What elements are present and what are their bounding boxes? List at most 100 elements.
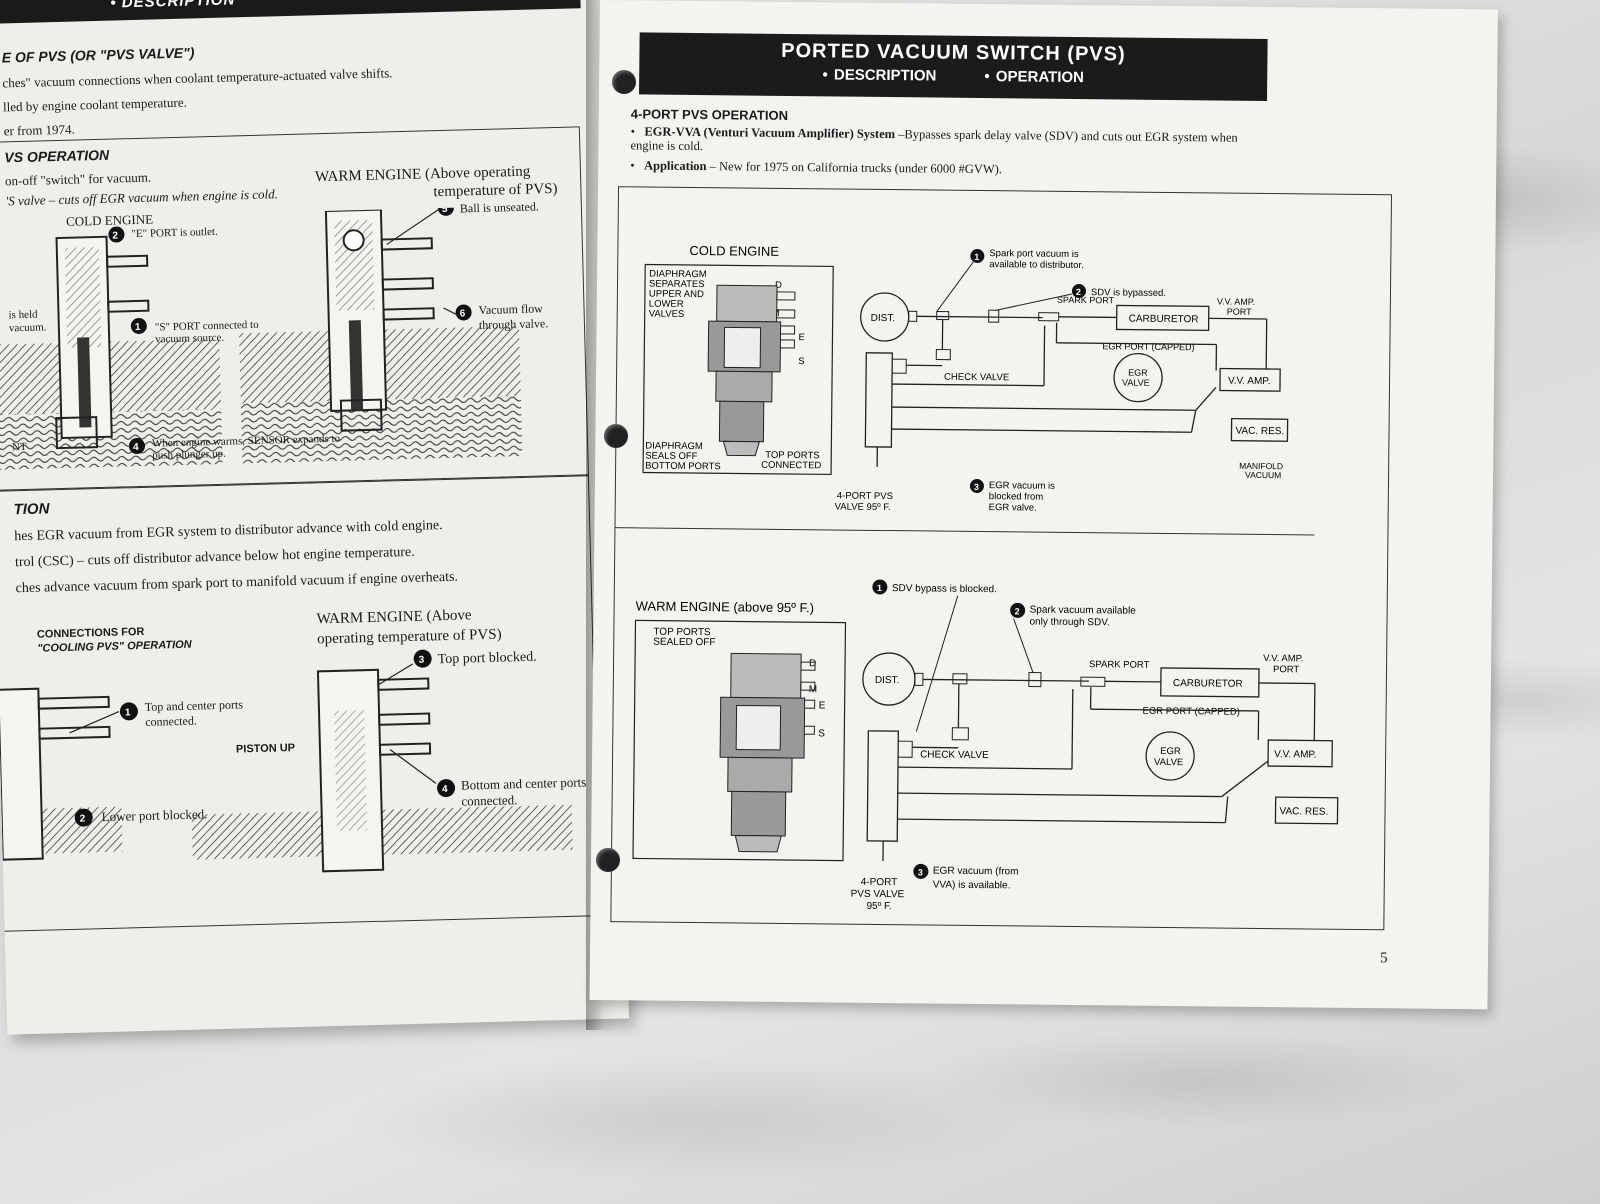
left-page: • DESCRIPTION E OF PVS (OR "PVS VALVE") … (0, 0, 630, 1035)
cold-port-s: S (798, 356, 804, 367)
left-callout-vacuum-flow: Vacuum flow through valve. (478, 301, 549, 333)
svg-text:3: 3 (419, 655, 425, 666)
left-callout-lower-port: Lower port blocked. (101, 806, 208, 825)
cold-callout-3-line-3: EGR valve. (989, 502, 1037, 514)
left-top-valve-drawings: 2 1 5 6 4 (0, 204, 523, 470)
warm-egr-port: EGR PORT (CAPPED) (1143, 706, 1240, 718)
warm-callout-2-line-2: only through SDV. (1029, 617, 1109, 629)
warm-pvs-label-2: PVS VALVE (851, 889, 905, 901)
cold-vv-amp-port-1: V.V. AMP. (1217, 296, 1255, 306)
warm-title: WARM ENGINE (above 95º F.) (636, 598, 815, 615)
warm-vac-res: VAC. RES. (1279, 806, 1328, 818)
left-held-text: is held (8, 308, 38, 322)
bullet-application-text: – New for 1975 on California trucks (und… (706, 159, 1003, 177)
svg-text:3: 3 (918, 867, 923, 877)
cold-diaphragm-bottom-3: BOTTOM PORTS (645, 460, 721, 472)
svg-text:1: 1 (135, 322, 141, 333)
cold-manifold-2: VACUUM (1245, 470, 1281, 480)
warm-egr-valve-2: VALVE (1154, 757, 1183, 768)
svg-text:2: 2 (112, 230, 118, 241)
warm-top-sealed-2: SEALED OFF (653, 637, 715, 649)
cold-callouts: 1 Spark port vacuum is available to dist… (936, 248, 1166, 514)
left-section2-heading: TION (13, 500, 50, 519)
warm-spark-port: SPARK PORT (1089, 659, 1150, 671)
cold-diaphragm-top-5: VALVES (649, 309, 685, 320)
warm-callout-3-line-2: VVA) is available. (933, 880, 1011, 892)
left-vacuum-text: vacuum. (8, 321, 47, 335)
cold-engine-diagram: COLD ENGINE DIAPHRAGM SEPARATES UPPER AN… (642, 243, 1289, 514)
page-number: 5 (1379, 950, 1388, 967)
cold-vv-amp-port-2: PORT (1227, 307, 1252, 317)
svg-text:1: 1 (125, 707, 131, 718)
warm-callout-1: SDV bypass is blocked. (892, 583, 997, 595)
binder-hole-top (612, 70, 636, 94)
cold-diaphragm-top-3: UPPER AND (649, 289, 704, 301)
cold-callout-3-line-1: EGR vacuum is (989, 480, 1055, 492)
cold-spark-port: SPARK PORT (1057, 295, 1115, 306)
warm-port-e: E (819, 700, 826, 711)
svg-text:4: 4 (133, 442, 139, 453)
cold-carburetor: CARBURETOR (1129, 314, 1199, 326)
cold-manifold-1: MANIFOLD (1239, 461, 1283, 471)
cold-dist-label: DIST. (871, 313, 896, 324)
cold-egr-port: EGR PORT (CAPPED) (1102, 341, 1194, 352)
cold-valve-body (707, 284, 796, 457)
left-piston-up: PISTON UP (235, 742, 296, 756)
left-header-bar (0, 0, 581, 24)
cold-vv-amp: V.V. AMP. (1228, 376, 1271, 387)
svg-text:6: 6 (460, 308, 466, 319)
cold-diaphragm-top-4: LOWER (649, 299, 684, 310)
warm-dist-label: DIST. (875, 675, 900, 686)
warm-valve-body (719, 652, 816, 853)
left-callout-top-port: Top port blocked. (437, 649, 537, 668)
bullet-application: • Application – New for 1975 on Californ… (630, 158, 1003, 177)
svg-text:2: 2 (1076, 287, 1081, 297)
left-callout-bottom-center: Bottom and center ports connected. (460, 774, 587, 809)
warm-schematic: DIST. CARBURETOR SPARK PORT V.V. AMP. PO… (851, 652, 1339, 912)
svg-text:2: 2 (1015, 606, 1020, 616)
svg-text:3: 3 (974, 482, 979, 492)
warm-top-sealed-1: TOP PORTS (653, 627, 711, 639)
bullet-egr-vva: • EGR-VVA (Venturi Vacuum Amplifier) Sys… (630, 124, 1238, 154)
cold-callout-1-line-2: available to distributor. (989, 259, 1084, 271)
cold-egr-valve-1: EGR (1128, 368, 1148, 378)
cold-egr-valve-2: VALVE (1122, 377, 1150, 387)
cold-top-ports-2: CONNECTED (761, 460, 821, 472)
binder-hole-middle (604, 424, 628, 448)
left-callout-ball: Ball is unseated. (459, 199, 540, 216)
left-callout-top-center: Top and center ports connected. (144, 697, 244, 729)
left-callout-s-port: "S" PORT connected to vacuum source. (154, 318, 259, 346)
warm-check-valve: CHECK VALVE (920, 749, 989, 761)
cold-callout-3-line-2: blocked from (989, 491, 1044, 503)
cold-port-d: D (775, 280, 782, 291)
svg-text:1: 1 (877, 583, 882, 593)
left-op-heading: VS OPERATION (4, 146, 110, 166)
cold-pvs-label-1: 4-PORT PVS (837, 491, 893, 503)
cold-title: COLD ENGINE (689, 243, 779, 259)
warm-pvs-label-3: 95º F. (866, 901, 891, 912)
warm-valve-box (632, 619, 847, 862)
cold-valve-box (642, 263, 834, 476)
svg-text:1: 1 (974, 252, 979, 262)
left-nt-text: NT (11, 440, 27, 454)
svg-text:4: 4 (442, 784, 448, 795)
section-heading: 4-PORT PVS OPERATION (630, 106, 789, 123)
cold-diaphragm-top-1: DIAPHRAGM (649, 269, 707, 281)
cold-diaphragm-bottom-2: SEALS OFF (645, 450, 698, 462)
cold-callout-2: SDV is bypassed. (1091, 287, 1166, 299)
svg-text:5: 5 (442, 204, 448, 215)
svg-text:2: 2 (80, 814, 86, 825)
right-header-banner: PORTED VACUUM SWITCH (PVS) • DESCRIPTION… (639, 32, 1268, 101)
warm-pvs-label-1: 4-PORT (861, 877, 898, 888)
subtitle-operation: • OPERATION (984, 68, 1085, 87)
cold-pvs-label-2: VALVE 95º F. (835, 501, 891, 513)
warm-callout-3-line-1: EGR vacuum (from (933, 866, 1019, 878)
left-def-line-2: lled by engine coolant temperature. (2, 94, 187, 115)
warm-vv-amp-port-1: V.V. AMP. (1263, 653, 1303, 664)
left-def-line-1: ches" vacuum connections when coolant te… (2, 65, 393, 91)
binder-hole-bottom (596, 848, 620, 872)
warm-egr-valve-1: EGR (1160, 746, 1181, 757)
cold-check-valve: CHECK VALVE (944, 372, 1009, 384)
left-def-heading: E OF PVS (OR "PVS VALVE") (1, 44, 195, 66)
warm-vv-amp-port-2: PORT (1273, 664, 1300, 675)
